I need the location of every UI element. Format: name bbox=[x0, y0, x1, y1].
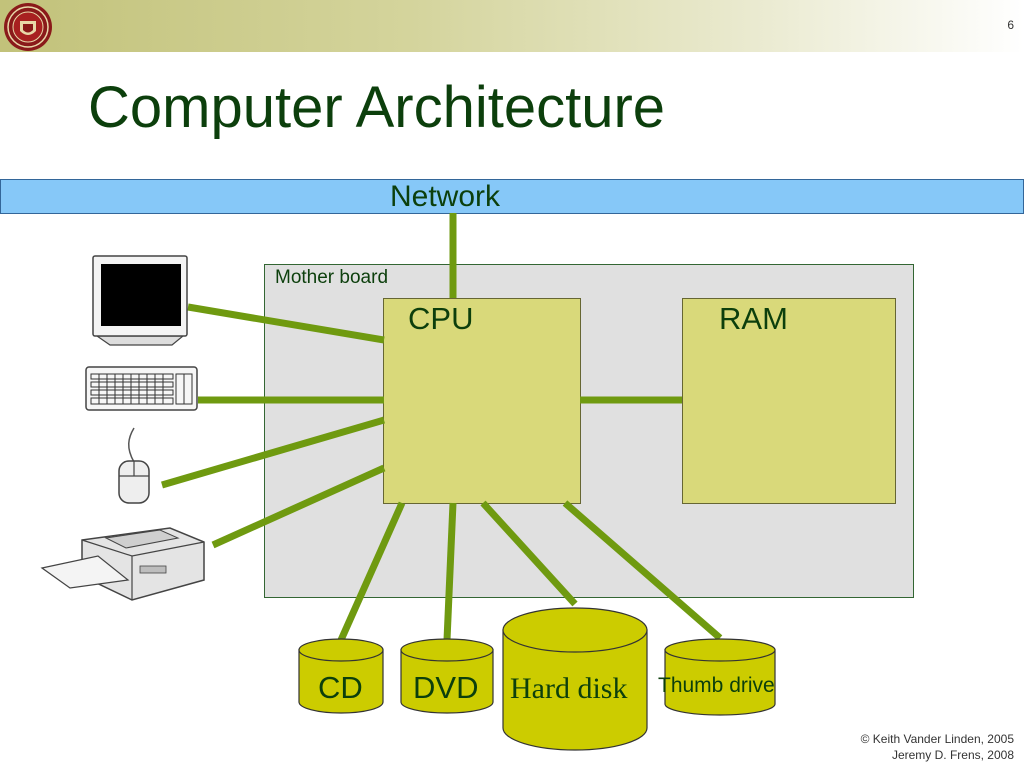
cpu-label: CPU bbox=[408, 301, 474, 336]
copyright-line-2: Jeremy D. Frens, 2008 bbox=[891, 748, 1014, 762]
network-bar bbox=[0, 179, 1024, 214]
ram-box bbox=[682, 298, 896, 504]
thumb-drive-label: Thumb drive bbox=[658, 674, 775, 697]
mouse-icon bbox=[118, 427, 150, 504]
header-band bbox=[0, 0, 1024, 52]
slide-number: 6 bbox=[1007, 18, 1014, 32]
connector-cpu-thumbdrive bbox=[562, 500, 723, 641]
connector-cpu-dvd bbox=[443, 502, 457, 641]
keyboard-icon bbox=[85, 366, 198, 411]
thumb-drive-icon bbox=[664, 638, 776, 716]
ram-label: RAM bbox=[719, 301, 788, 336]
cd-drive-icon bbox=[298, 638, 384, 714]
connector-cpu-harddisk bbox=[480, 500, 578, 607]
dvd-drive-icon bbox=[400, 638, 494, 714]
cd-label: CD bbox=[318, 670, 363, 705]
network-label: Network bbox=[390, 180, 501, 213]
page-title: Computer Architecture bbox=[88, 75, 666, 140]
connector-mouse-cpu bbox=[161, 416, 385, 489]
hard-disk-label: Hard disk bbox=[510, 672, 628, 705]
motherboard-label: Mother board bbox=[275, 267, 389, 288]
connector-cpu-cd bbox=[337, 501, 406, 642]
connector-printer-cpu bbox=[211, 464, 386, 549]
printer-icon bbox=[40, 527, 205, 601]
hard-disk-icon bbox=[502, 607, 648, 751]
connector-monitor-cpu bbox=[187, 303, 385, 344]
monitor-icon bbox=[92, 255, 188, 346]
copyright-footer: © Keith Vander Linden, 2005 Jeremy D. Fr… bbox=[861, 731, 1014, 763]
college-seal-icon bbox=[4, 3, 52, 51]
copyright-line-1: © Keith Vander Linden, 2005 bbox=[860, 732, 1014, 746]
dvd-label: DVD bbox=[413, 670, 479, 705]
